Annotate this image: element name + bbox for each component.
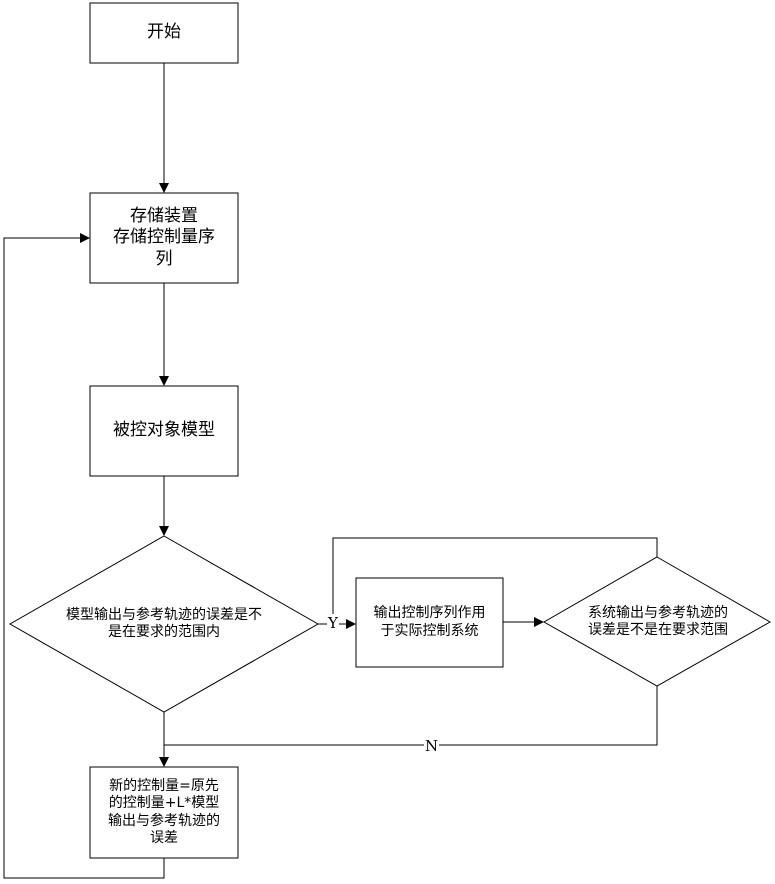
edge-label-yes: Y — [327, 614, 339, 632]
update-label: 新的控制量=原先 的控制量+L*模型 输出与参考轨迹的 误差 — [90, 767, 238, 858]
start-label: 开始 — [90, 3, 238, 63]
apply-label-line2: 于实际控制系统 — [381, 623, 479, 641]
update-label-line3: 输出与参考轨迹的 — [108, 813, 220, 831]
decision1-label: 模型输出与参考轨迹的误差是不 是在要求的范围内 — [30, 594, 298, 654]
update-label-line1: 新的控制量=原先 — [109, 778, 219, 796]
update-label-line2: 的控制量+L*模型 — [109, 795, 220, 813]
apply-label: 输出控制序列作用 于实际控制系统 — [356, 578, 503, 667]
model-label: 被控对象模型 — [90, 386, 238, 476]
apply-label-line1: 输出控制序列作用 — [374, 605, 486, 623]
decision2-label: 系统输出与参考轨迹的 误差是不是在要求范围 — [562, 597, 754, 647]
edge-decision2-no-to-update — [164, 686, 657, 745]
store-label: 存储装置 存储控制量序 列 — [90, 193, 238, 283]
decision2-label-line2: 误差是不是在要求范围 — [588, 622, 728, 640]
decision1-label-line2: 是在要求的范围内 — [108, 624, 220, 642]
edge-label-no: N — [424, 737, 439, 755]
decision1-label-line1: 模型输出与参考轨迹的误差是不 — [66, 607, 262, 625]
store-label-line2: 存储控制量序 — [113, 227, 215, 248]
store-label-line3: 列 — [156, 249, 173, 270]
store-label-line1: 存储装置 — [130, 206, 198, 227]
decision2-label-line1: 系统输出与参考轨迹的 — [588, 605, 728, 623]
update-label-line4: 误差 — [150, 830, 178, 848]
